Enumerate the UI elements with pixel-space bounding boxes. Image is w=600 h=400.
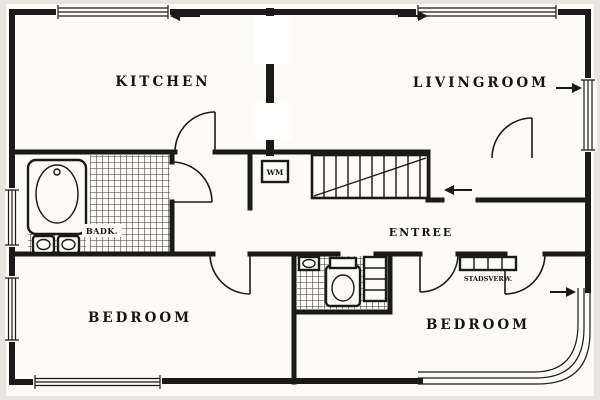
radiator-icon [458,255,518,272]
room-label-bedroom-left: BEDROOM [88,310,192,326]
labels: KITCHEN LIVINGROOM BEDROOM BEDROOM ENTRE… [82,74,549,333]
washbasin-icon [56,234,81,255]
bathroom-label-background [82,224,122,237]
door-livingroom [491,117,533,159]
window-bathroom-left [5,188,19,247]
bathtub-icon [26,158,88,236]
heating-label: STADSVERW. [464,275,512,283]
bathroom-tiles [90,155,170,252]
door-bathroom [171,161,213,203]
wc-radiator-icon [362,255,388,303]
arrow-right-icon [398,11,428,21]
arrow-right-window-icon [556,83,582,93]
washing-machine-icon: WM [260,159,290,184]
door-hall-middle [419,253,459,293]
stairs-direction-line [313,157,427,197]
window-kitchen-top [56,5,170,19]
arrows [170,11,582,297]
window-bedroom-bottom [33,375,162,389]
windows [5,5,597,389]
washbasin-icon [31,234,56,255]
masked-rect-top [253,16,291,64]
bay-window-bottom-right [418,288,591,385]
room-label-kitchen: KITCHEN [115,74,210,90]
window-living-top [416,5,558,19]
arrow-hall-left-icon [444,185,472,195]
toilet-icon [324,256,362,308]
room-label-hall: ENTREE [389,226,454,239]
room-label-livingroom: LIVINGROOM [413,75,549,91]
masked-rect-bottom [255,103,291,140]
washing-machine-label: WM [266,168,284,177]
walls [9,8,591,385]
masked-areas [253,16,291,140]
room-label-bathroom: BADK. [86,226,118,236]
door-kitchen [174,111,216,153]
washbasin-icons [31,234,81,255]
room-label-bedroom-right: BEDROOM [426,317,530,333]
window-bedroom-left [5,276,19,342]
arrow-left-icon [170,11,200,21]
doors [171,111,546,295]
wc-sink-icon [297,255,321,272]
arrow-bay-right-icon [550,287,576,297]
staircase [310,153,430,200]
window-living-right [581,78,597,152]
door-bedroom-left [209,253,251,295]
